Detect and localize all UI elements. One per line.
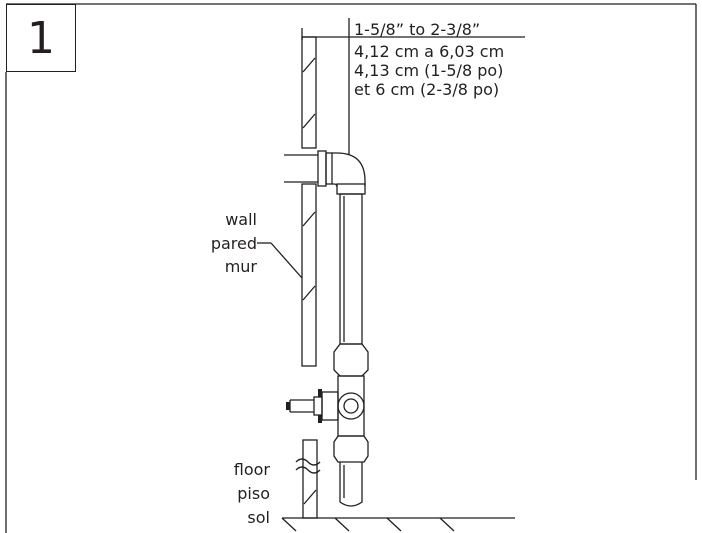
dimension-line-4: et 6 cm (2-3/8 po) [354,80,500,99]
wall-leader-line [257,242,303,279]
floor-label-fr: sol [247,508,270,527]
wall-label-en: wall [225,210,257,229]
floor-label-en: floor [233,460,270,479]
step-number: 1 [27,12,55,64]
wall-break-mark [295,458,321,474]
dimension-line-3: 4,13 cm (1-5/8 po) [354,61,504,80]
dimension-line [301,18,525,155]
wall-middle-segment [301,183,317,367]
inlet-pipe [284,150,333,187]
valve-stem-shading [286,389,322,423]
step-number-box: 1 [6,4,76,72]
wall-label-fr: mur [224,257,257,276]
valve-body [289,375,365,437]
dimension-line-1: 1-5/8” to 2-3/8” [354,20,481,39]
elbow-fitting [332,152,366,195]
wall-lower-segment [302,439,318,519]
floor-line [281,517,515,532]
outlet-pipe [333,435,369,507]
dimension-line-2: 4,12 cm a 6,03 cm [354,42,505,61]
riser-pipe [333,193,369,377]
floor-label-es: piso [237,484,270,503]
wall-label-es: pared [210,234,257,253]
wall-upper-segment [301,36,317,149]
